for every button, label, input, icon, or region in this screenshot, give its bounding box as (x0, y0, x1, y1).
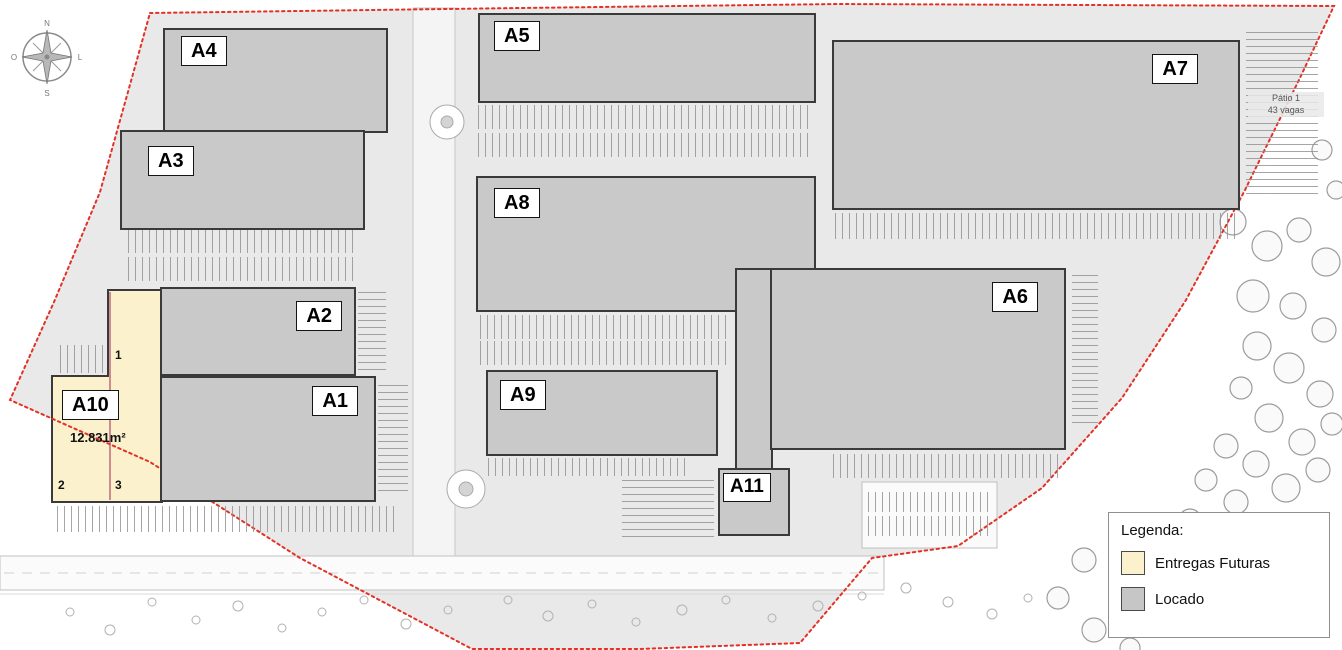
parking-strip (488, 458, 688, 476)
parking-strip (128, 229, 358, 253)
parking-strip (57, 506, 397, 532)
building-a3: A3 (120, 130, 365, 230)
building-a5: A5 (478, 13, 816, 103)
building-a11: A11 (718, 468, 790, 536)
building-a6: A6 (770, 268, 1066, 450)
building-a1: A1 (160, 376, 376, 502)
a10-section-1: 1 (115, 348, 122, 362)
parking-strip (622, 480, 714, 538)
legend-swatch-locado (1121, 587, 1145, 611)
legend-item-label: Locado (1155, 590, 1205, 608)
shrubs (65, 582, 1033, 636)
compass-rose-icon: N S L O (11, 19, 83, 98)
building-a1-label: A1 (312, 386, 358, 416)
parking-strip (480, 341, 726, 365)
building-a10-label: A10 (62, 390, 119, 420)
parking-strip (478, 133, 814, 157)
legend-swatch-entregas-futuras (1121, 551, 1145, 575)
boundary-line (8, 2, 1336, 650)
parking-strip (378, 385, 408, 495)
building-a4-label: A4 (181, 36, 227, 66)
building-a4: A4 (163, 28, 388, 133)
parking-strip (868, 516, 990, 536)
legend-item-entregas-futuras: Entregas Futuras (1121, 551, 1317, 575)
parking-strip (480, 315, 726, 339)
parking-strip (1072, 275, 1098, 425)
legend-title: Legenda: (1121, 522, 1184, 539)
legend: Legenda: Entregas Futuras Locado (1108, 512, 1330, 638)
a10-section-3: 3 (115, 478, 122, 492)
compass-w: O (11, 53, 17, 62)
compass-s: S (44, 89, 49, 98)
building-a10-area: 12.831m² (70, 430, 126, 445)
parking-strip (128, 257, 358, 281)
parking-strip (835, 213, 1238, 239)
compass-e: L (78, 53, 83, 62)
building-a7: A7 (832, 40, 1240, 210)
patio-note-line1: Pátio 1 (1271, 93, 1301, 103)
parking-strip (60, 345, 106, 373)
parking-strip (833, 454, 1061, 478)
building-a8-label: A8 (494, 188, 540, 218)
legend-item-label: Entregas Futuras (1155, 554, 1271, 572)
building-a6-wing (735, 268, 773, 490)
a10-section-2: 2 (58, 478, 65, 492)
building-a5-label: A5 (494, 21, 540, 51)
patio-note: Pátio 1 43 vagas (1248, 92, 1324, 118)
patio-note-line2: 43 vagas (1267, 104, 1305, 115)
building-a2-label: A2 (296, 301, 342, 331)
building-a2: A2 (160, 287, 356, 376)
legend-item-locado: Locado (1121, 587, 1317, 611)
vertical-road (412, 7, 456, 557)
parking-strip (868, 492, 990, 512)
building-a7-label: A7 (1152, 54, 1198, 84)
building-a6-label: A6 (992, 282, 1038, 312)
compass-n: N (44, 19, 50, 28)
building-a11-label: A11 (723, 473, 771, 502)
building-a3-label: A3 (148, 146, 194, 176)
building-a9: A9 (486, 370, 718, 456)
parking-strip (358, 292, 386, 372)
parking-strip (478, 105, 814, 129)
building-a9-label: A9 (500, 380, 546, 410)
